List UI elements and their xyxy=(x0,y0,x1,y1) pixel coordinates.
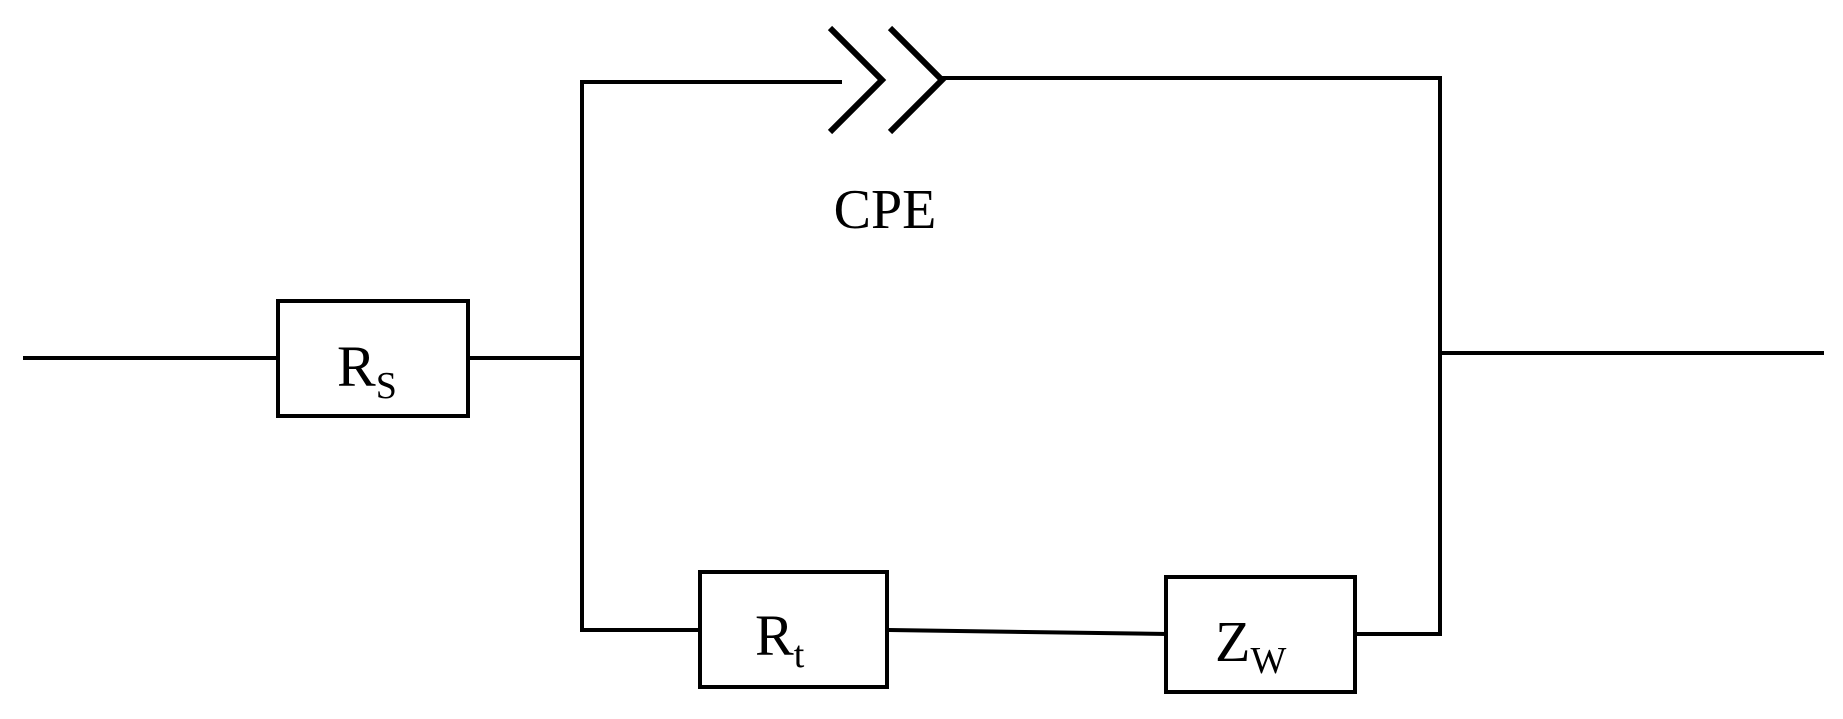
rt-symbol: R xyxy=(755,603,794,668)
rs-subscript: S xyxy=(376,365,397,407)
rt-subscript: t xyxy=(794,634,805,676)
rs-box xyxy=(276,299,470,418)
rt-to-zw-wire xyxy=(884,627,1169,637)
zw-label: ZW xyxy=(1215,609,1286,682)
rt-resistor: Rt xyxy=(698,570,889,689)
rs-resistor: RS xyxy=(276,299,470,418)
cpe-first-chevron xyxy=(827,25,887,135)
zw-box xyxy=(1164,575,1357,694)
rs-symbol: R xyxy=(337,334,376,399)
zw-subscript: W xyxy=(1250,640,1286,682)
cpe-second-chevron xyxy=(887,25,947,135)
rt-label: Rt xyxy=(755,603,805,676)
cpe-element: CPE xyxy=(827,25,947,241)
zw-warburg-element: ZW xyxy=(1164,575,1357,694)
rs-label: RS xyxy=(337,334,397,407)
zw-symbol: Z xyxy=(1215,609,1250,674)
cpe-label: CPE xyxy=(834,179,937,241)
wires xyxy=(23,76,1824,637)
rt-box xyxy=(698,570,889,689)
